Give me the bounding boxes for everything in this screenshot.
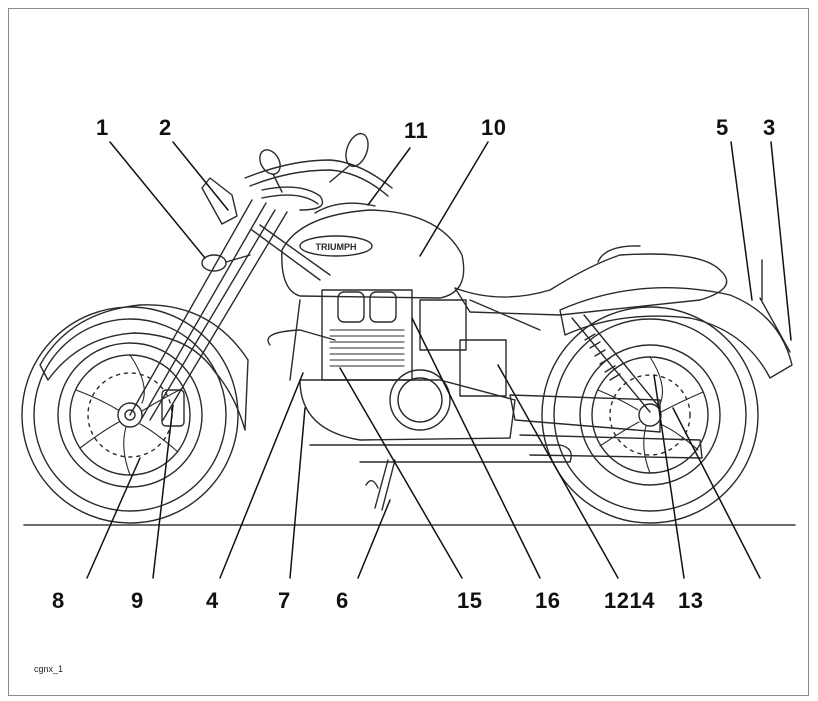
callout-13: 13 <box>678 588 704 613</box>
rear-wheel <box>541 306 759 524</box>
leader-lines <box>86 141 792 579</box>
rear-suspension <box>571 314 661 413</box>
callout-10: 10 <box>481 115 507 140</box>
handlebars <box>244 132 393 211</box>
side-stand <box>374 459 396 511</box>
exhaust <box>267 329 703 463</box>
rear-mudguard <box>559 287 793 379</box>
front-mudguard <box>39 304 249 431</box>
front-wheel <box>21 306 239 524</box>
figure-frame <box>8 8 809 696</box>
tank-badge: TRIUMPH <box>316 242 357 252</box>
front-forks <box>129 199 288 427</box>
figure-id: cgnx_1 <box>34 664 64 674</box>
callout-3: 3 <box>763 115 776 140</box>
callout-15: 15 <box>457 588 483 613</box>
callout-9: 9 <box>131 588 144 613</box>
seat <box>454 245 728 316</box>
callout-8: 8 <box>52 588 65 613</box>
callout-6: 6 <box>336 588 349 613</box>
callout-1: 1 <box>96 115 109 140</box>
callout-7: 7 <box>278 588 291 613</box>
fuel-tank <box>281 202 465 299</box>
callout-16: 16 <box>535 588 561 613</box>
callout-2: 2 <box>159 115 172 140</box>
headlamp <box>201 177 251 272</box>
callout-5: 5 <box>716 115 729 140</box>
engine <box>299 289 516 441</box>
callout-1214: 1214 <box>604 588 655 613</box>
callout-4: 4 <box>206 588 219 613</box>
callout-11: 11 <box>404 118 429 143</box>
